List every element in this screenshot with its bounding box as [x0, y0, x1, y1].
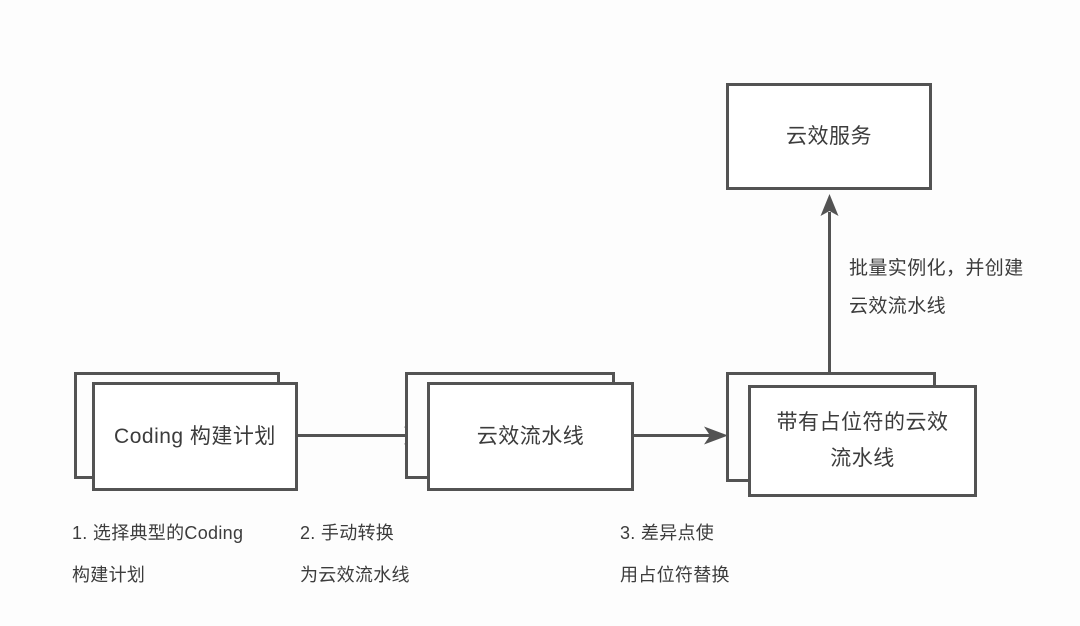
node-yunxiao-service[interactable]: 云效服务 [726, 83, 936, 193]
edge-label-instantiate: 批量实例化，并创建 云效流水线 [849, 258, 1024, 317]
node-label: 云效流水线 [476, 424, 585, 448]
node-box: 云效流水线 [427, 382, 634, 491]
node-box: 云效服务 [726, 83, 932, 190]
node-label: 带有占位符的云效 流水线 [776, 411, 949, 470]
caption-step-2: 2. 手动转换 为云效流水线 [300, 523, 410, 585]
caption-step-3: 3. 差异点使 用占位符替换 [620, 523, 730, 585]
node-yunxiao-pipeline[interactable]: 云效流水线 [405, 372, 635, 494]
node-coding-build-plan[interactable]: Coding 构建计划 [74, 372, 304, 494]
arrow-pipeline-to-service [820, 194, 839, 390]
node-box: Coding 构建计划 [92, 382, 298, 491]
arrow-pipeline-to-placeholder [632, 426, 728, 445]
node-box: 带有占位符的云效 流水线 [748, 385, 977, 497]
node-label: Coding 构建计划 [114, 424, 276, 448]
caption-step-1: 1. 选择典型的Coding 构建计划 [72, 523, 244, 585]
node-label: 云效服务 [786, 124, 872, 148]
node-yunxiao-pipeline-placeholder[interactable]: 带有占位符的云效 流水线 [726, 372, 977, 498]
